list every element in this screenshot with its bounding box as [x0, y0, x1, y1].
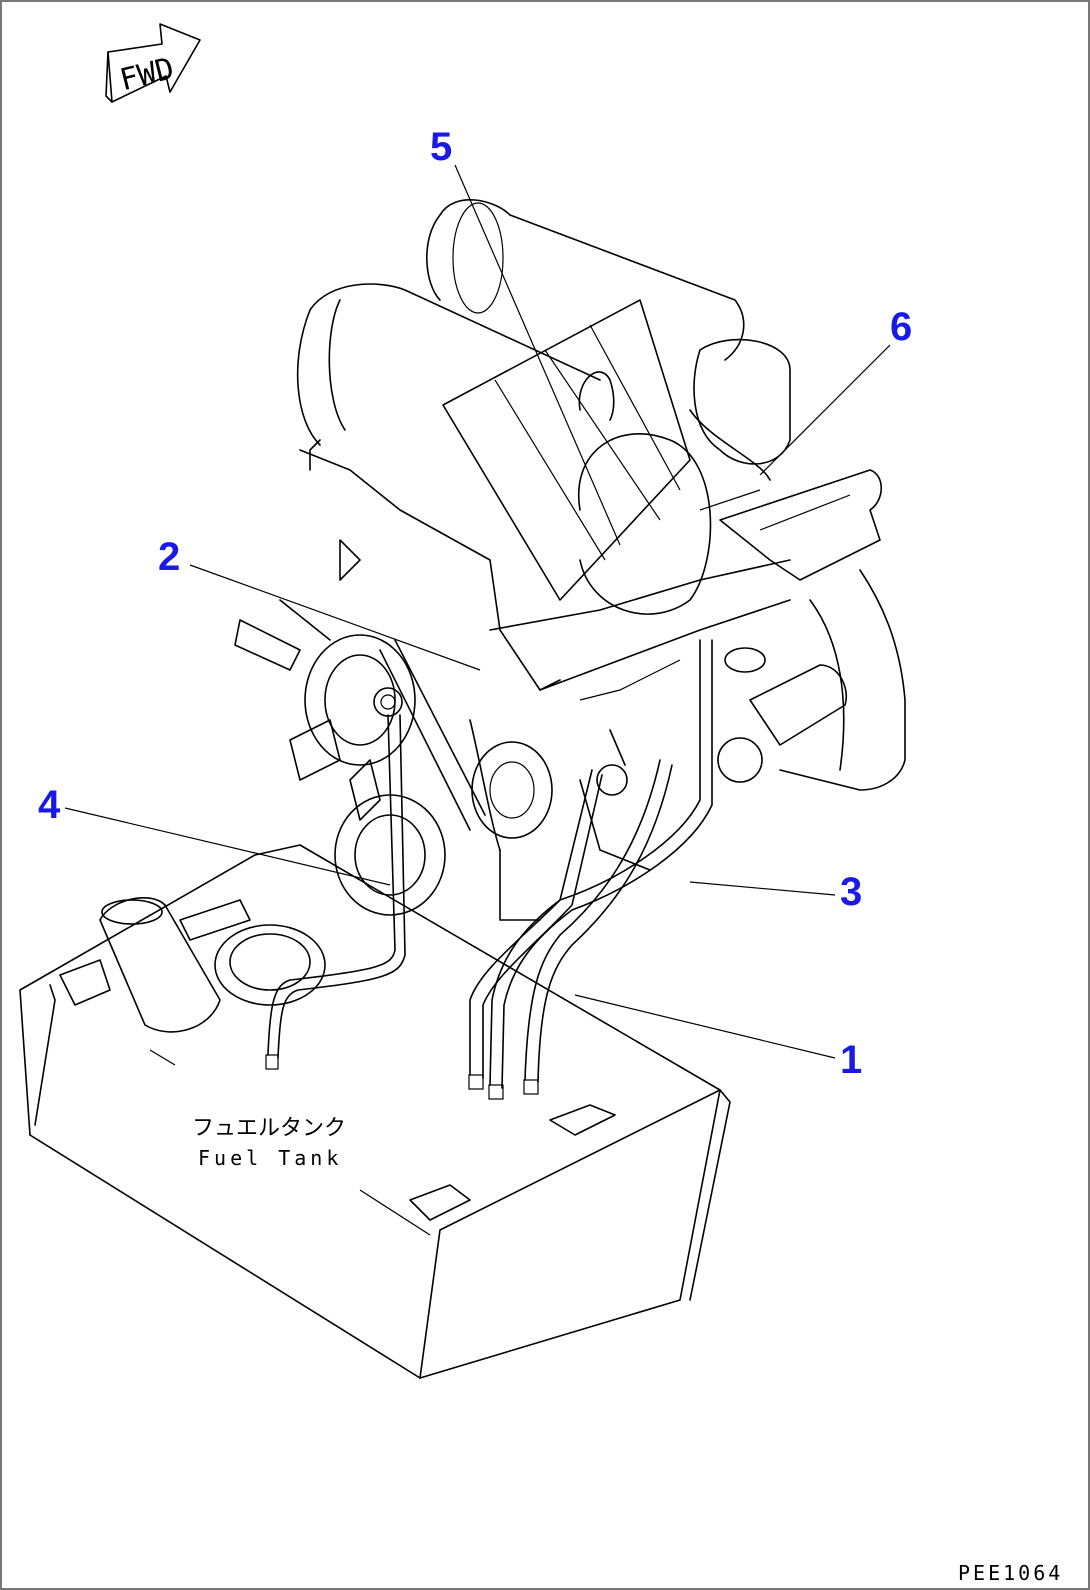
callout-1: 1: [840, 1038, 862, 1082]
fuel-tank: [19, 844, 731, 1379]
leader-lines: [64, 164, 891, 1059]
leader-2: [189, 564, 481, 671]
callout-6: 6: [890, 305, 912, 349]
callout-4: 4: [38, 783, 61, 827]
callout-2: 2: [158, 535, 180, 579]
callout-5: 5: [430, 125, 452, 169]
fwd-arrow-label: FWD: [116, 51, 177, 98]
leader-1: [574, 994, 836, 1059]
fuel-tank-label-jp: フュエルタンク: [192, 1116, 346, 1141]
leader-6: [759, 344, 891, 476]
engine-assembly: [234, 199, 906, 921]
fuel-hoses: [265, 639, 713, 1100]
fuel-tank-label-en: Fuel Tank: [198, 1146, 342, 1170]
callout-3: 3: [840, 870, 862, 914]
forward-direction-arrow: FWD: [105, 23, 201, 103]
drawing-code: PEE1064: [958, 1561, 1063, 1585]
leader-3: [689, 881, 836, 896]
leader-4: [64, 807, 391, 886]
leader-5: [454, 164, 621, 546]
